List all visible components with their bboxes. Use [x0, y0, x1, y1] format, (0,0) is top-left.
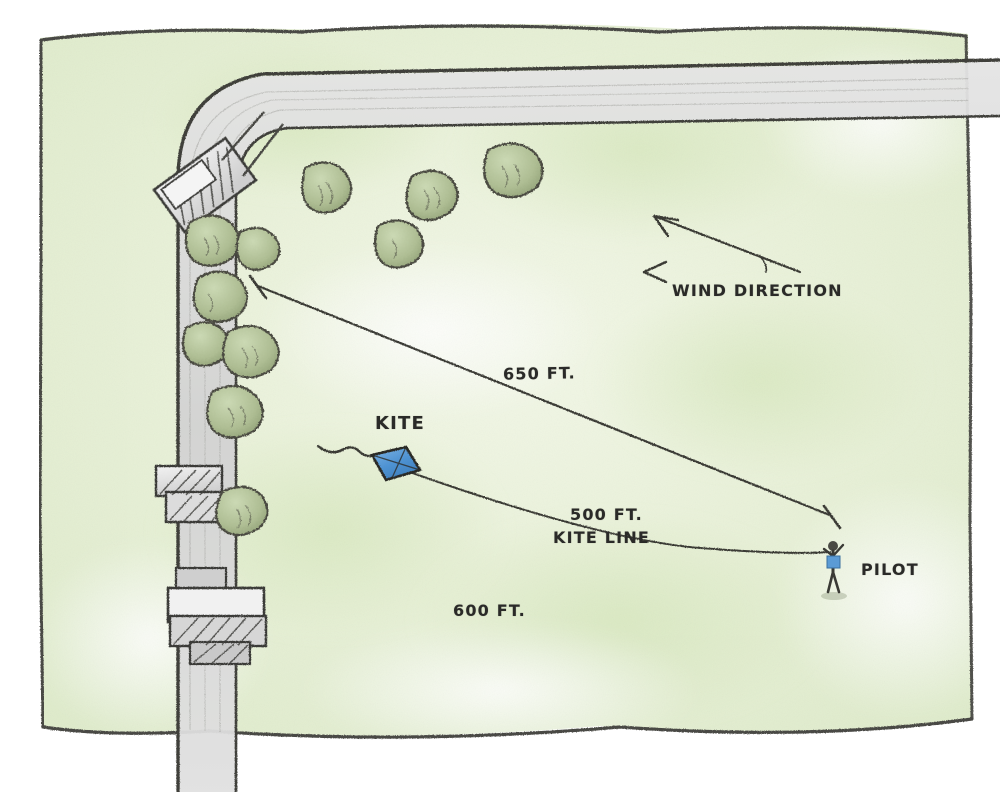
building-1 — [152, 136, 258, 234]
label-650-ft: 650 FT. — [502, 363, 577, 384]
pilot-figure — [821, 541, 847, 600]
kite — [370, 445, 422, 482]
dimension-600ft — [274, 608, 834, 640]
buildings — [140, 111, 284, 666]
line-650ft — [248, 274, 842, 530]
label-500-ft: 500 FT. — [570, 505, 643, 524]
label-wind-direction: WIND DIRECTION — [672, 281, 843, 300]
label-kite-line: KITE LINE — [553, 528, 651, 547]
label-kite: KITE — [375, 413, 426, 434]
wind-direction-arrows — [642, 214, 802, 284]
label-600-ft: 600 FT. — [453, 601, 526, 620]
kite-tail — [316, 444, 378, 458]
sketch-border — [38, 24, 974, 739]
kite-line — [403, 469, 831, 554]
label-pilot: PILOT — [861, 560, 919, 579]
building-3 — [140, 566, 268, 666]
trees — [181, 142, 544, 537]
